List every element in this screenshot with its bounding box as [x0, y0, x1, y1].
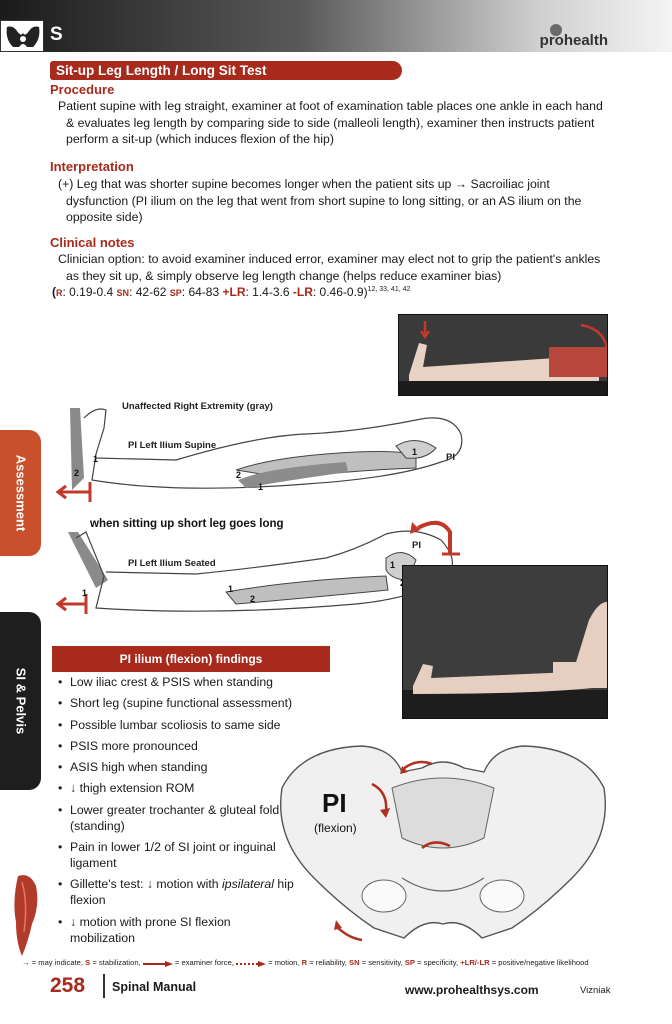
pelvis-pi-label: PI	[322, 788, 347, 818]
marker-1-hip-seated: 1	[228, 584, 234, 594]
website-link[interactable]: www.prohealthsys.com	[405, 983, 539, 997]
finding-item: Possible lumbar scoliosis to same side	[58, 717, 298, 733]
pelvis-flexion-label: (flexion)	[314, 821, 357, 835]
pi-left-ilium-supine-label: PI Left Ilium Supine	[128, 440, 217, 451]
procedure-paragraph: Patient supine with leg straight, examin…	[58, 99, 603, 146]
section-letter: S	[50, 24, 63, 45]
interpretation-text: (+) Leg that was shorter supine becomes …	[58, 176, 614, 226]
marker-1-hip-supine: 1	[258, 482, 264, 492]
leg-diagram-seated	[55, 518, 476, 624]
procedure-heading: Procedure	[50, 82, 115, 97]
positive-lr-label: +LR	[222, 285, 246, 299]
sitting-caption: when sitting up short leg goes long	[90, 518, 284, 530]
finding-item: PSIS more pronounced	[58, 738, 298, 754]
clinical-notes-heading: Clinical notes	[50, 235, 135, 250]
interpretation-heading: Interpretation	[50, 159, 134, 174]
pelvis-icon	[0, 20, 44, 52]
leg-diagram-supine	[55, 398, 476, 510]
procedure-text: Patient supine with leg straight, examin…	[58, 98, 614, 148]
reliability-label: R	[56, 288, 63, 298]
negative-lr-label: -LR	[292, 285, 313, 299]
finding-item: Low iliac crest & PSIS when standing	[58, 674, 298, 690]
finding-item: ASIS high when standing	[58, 759, 298, 775]
finding-item: ↓ motion with prone SI flexion mobilizat…	[58, 914, 298, 946]
test-title: Sit-up Leg Length / Long Sit Test	[50, 61, 402, 80]
pi-label-seated: PI	[412, 540, 421, 551]
references: 12, 33, 41, 42	[367, 286, 411, 293]
marker-1-pelvis-supine: 1	[412, 447, 418, 457]
marker-2-hip-supine: 2	[236, 470, 242, 480]
legend-stabilization-symbol: S	[85, 958, 91, 967]
page-header: S prohealth	[0, 0, 672, 52]
examiner-force-arrow-icon	[142, 960, 173, 967]
brand-logo: prohealth	[539, 32, 608, 49]
photo-seated	[402, 565, 608, 719]
marker-1-seated: 1	[82, 588, 88, 598]
finding-item: Lower greater trochanter & gluteal fold …	[58, 802, 298, 834]
tab-si-pelvis[interactable]: SI & Pelvis	[0, 612, 41, 790]
page-number: 258	[50, 974, 86, 997]
muscle-anatomy-icon	[10, 872, 42, 958]
marker-2-supine: 2	[74, 468, 80, 478]
unaffected-extremity-label: Unaffected Right Extremity (gray)	[122, 401, 273, 412]
findings-heading: PI ilium (flexion) findings	[52, 646, 330, 672]
clinical-notes-text: Clinician option: to avoid examiner indu…	[58, 251, 614, 284]
motion-arrow-icon	[235, 960, 266, 967]
pi-left-ilium-seated-label: PI Left Ilium Seated	[128, 558, 216, 569]
specificity-label: SP	[169, 288, 182, 298]
marker-2-hip-seated: 2	[250, 594, 256, 604]
photo-supine	[398, 314, 608, 396]
marker-1-pelvis-seated: 1	[390, 560, 396, 570]
test-statistics: (R: 0.19-0.4 SN: 42-62 SP: 64-83 +LR: 1.…	[52, 285, 411, 299]
finding-item-gillette: Gillette's test: ↓ motion with ipsilater…	[58, 876, 298, 908]
finding-item: ↓ thigh extension ROM	[58, 780, 298, 796]
pelvis-illustration	[272, 728, 614, 950]
finding-item: Short leg (supine functional assessment)	[58, 695, 298, 711]
author-name: Vizniak	[580, 985, 611, 996]
tab-assessment[interactable]: Assessment	[0, 430, 41, 556]
marker-1-supine: 1	[93, 454, 99, 464]
clinical-notes-paragraph: Clinician option: to avoid examiner indu…	[58, 252, 601, 283]
findings-list: Low iliac crest & PSIS when standing Sho…	[58, 674, 298, 951]
interpretation-paragraph: (+) Leg that was shorter supine becomes …	[58, 177, 582, 224]
symbol-legend: → = may indicate, S = stabilization, = e…	[22, 958, 589, 967]
pi-label-supine: PI	[446, 452, 455, 463]
book-title: Spinal Manual	[112, 980, 197, 994]
brand-logo-icon	[550, 24, 562, 36]
footer-divider	[103, 974, 105, 998]
finding-item: Pain in lower 1/2 of SI joint or inguina…	[58, 839, 298, 871]
sensitivity-label: SN	[116, 288, 130, 298]
